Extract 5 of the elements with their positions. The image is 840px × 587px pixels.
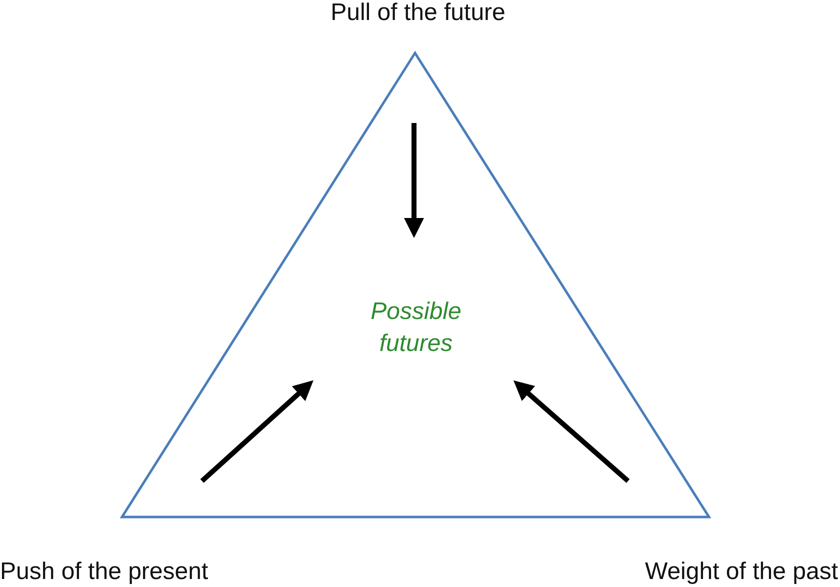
node-text: Possible futures xyxy=(370,297,462,359)
corner-label: Push of the present xyxy=(0,558,208,586)
corner-label: Weight of the past xyxy=(644,558,838,586)
corner-label: Pull of the future xyxy=(330,0,506,27)
triangle-shape xyxy=(120,51,712,519)
